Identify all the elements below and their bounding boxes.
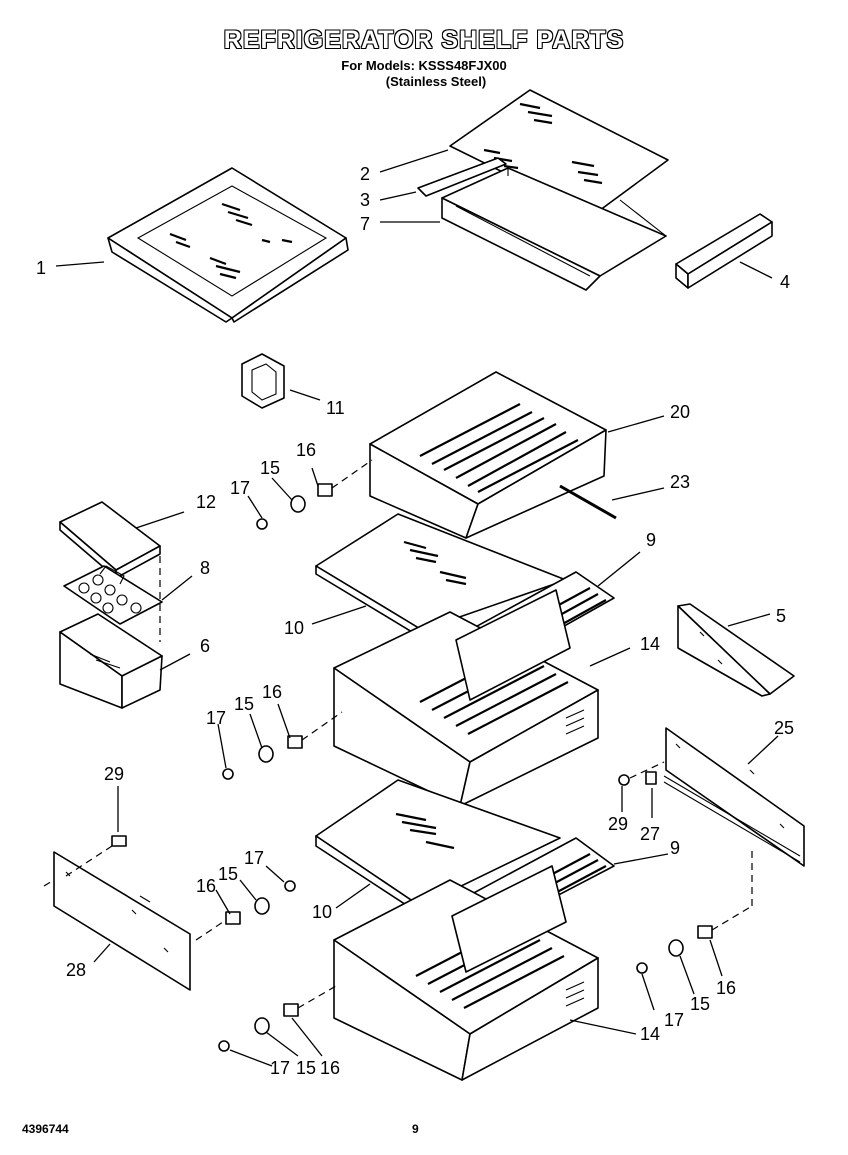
callout-29-b: 29	[608, 814, 628, 834]
hardware-set-upper	[256, 459, 373, 530]
callout-29-a: 29	[104, 764, 124, 784]
callout-14-a: 14	[640, 634, 660, 654]
shelf-rail-part-4	[675, 213, 773, 289]
callout-15-b: 15	[234, 694, 254, 714]
callout-9-b: 9	[670, 838, 680, 858]
front-trim-part-3	[417, 157, 507, 197]
shelf-frame-part-7	[441, 167, 667, 291]
callout-11: 11	[326, 398, 345, 418]
crisper-drawer-part-14-lower	[333, 865, 599, 1081]
callout-7: 7	[360, 214, 370, 234]
callout-15-a: 15	[260, 458, 280, 478]
callout-1: 1	[36, 258, 46, 278]
hardware-set-middle	[222, 711, 343, 780]
callout-10-a: 10	[284, 618, 304, 638]
callout-20: 20	[670, 402, 690, 422]
callout-6: 6	[200, 636, 210, 656]
glass-shelf-part-1	[107, 167, 349, 323]
callout-10-b: 10	[312, 902, 332, 922]
side-bracket-part-25	[663, 727, 805, 867]
rod-part-23	[559, 484, 617, 520]
callout-17-e: 17	[270, 1058, 290, 1078]
callout-5: 5	[776, 606, 786, 626]
callout-17-c: 17	[244, 848, 264, 868]
page-title: REFRIGERATOR SHELF PARTS	[223, 26, 625, 54]
callout-14-b: 14	[640, 1024, 660, 1044]
callout-16-d: 16	[716, 978, 736, 998]
callout-15-e: 15	[296, 1058, 316, 1078]
glass-cover-part-10-upper	[315, 513, 567, 639]
callout-17-b: 17	[206, 708, 226, 728]
model-line: For Models: KSSS48FJX00	[341, 58, 507, 73]
hardware-set-bottom	[218, 985, 337, 1052]
bin-part-6	[59, 613, 163, 709]
callout-15-d: 15	[690, 994, 710, 1014]
leader-lines	[55, 149, 779, 1067]
callout-16-a: 16	[296, 440, 316, 460]
hardware-left-bracket	[65, 835, 127, 877]
page-number: 9	[412, 1122, 419, 1136]
callout-28: 28	[66, 960, 86, 980]
callout-2: 2	[360, 164, 370, 184]
finish-line: (Stainless Steel)	[385, 74, 487, 89]
callout-3: 3	[360, 190, 370, 210]
crisper-drawer-part-14-upper	[333, 589, 599, 807]
hardware-set-lower-left	[195, 880, 296, 941]
callout-12: 12	[196, 492, 216, 512]
pan-drawer-part-20	[369, 371, 607, 539]
callout-16-b: 16	[262, 682, 282, 702]
callout-15-c: 15	[218, 864, 238, 884]
callout-23: 23	[670, 472, 690, 492]
lid-part-12	[59, 501, 161, 579]
callout-16-c: 16	[196, 876, 216, 896]
hardware-set-right	[636, 846, 753, 974]
egg-tray-part-8	[63, 565, 163, 625]
document-number: 4396744	[22, 1122, 69, 1136]
callout-9-a: 9	[646, 530, 656, 550]
callout-17-d: 17	[664, 1010, 684, 1030]
cover-part-5	[677, 603, 795, 697]
callout-25: 25	[774, 718, 794, 738]
callout-labels: 1 2 3 7 4 11 20 23 16 15 17 12 8 9 6 10 …	[36, 164, 794, 1078]
callout-16-e: 16	[320, 1058, 340, 1078]
callout-17-a: 17	[230, 478, 250, 498]
callout-8: 8	[200, 558, 210, 578]
bracket-part-11	[241, 353, 285, 409]
hardware-right-bracket	[618, 761, 665, 786]
callout-27: 27	[640, 824, 660, 844]
callout-4: 4	[780, 272, 790, 292]
glass-cover-part-10-lower	[315, 779, 561, 915]
